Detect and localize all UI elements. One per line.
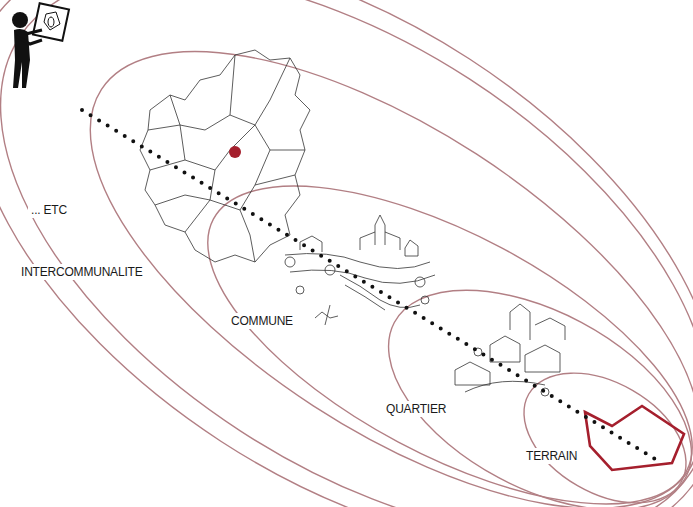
scale-label: COMMUNE [228,313,296,329]
commune-sketch [285,215,435,325]
terrain-plot [585,406,684,470]
location-dot [229,146,241,158]
scale-label: TERRAIN [523,448,580,464]
scale-label: QUARTIER [383,401,449,417]
region-map [140,50,310,262]
scale-label: INTERCOMMUNALITE [18,264,145,280]
zoom-line [82,110,660,462]
scale-label: ... ETC [28,202,70,218]
person-figure [12,3,69,88]
quartier-sketch [455,304,565,396]
